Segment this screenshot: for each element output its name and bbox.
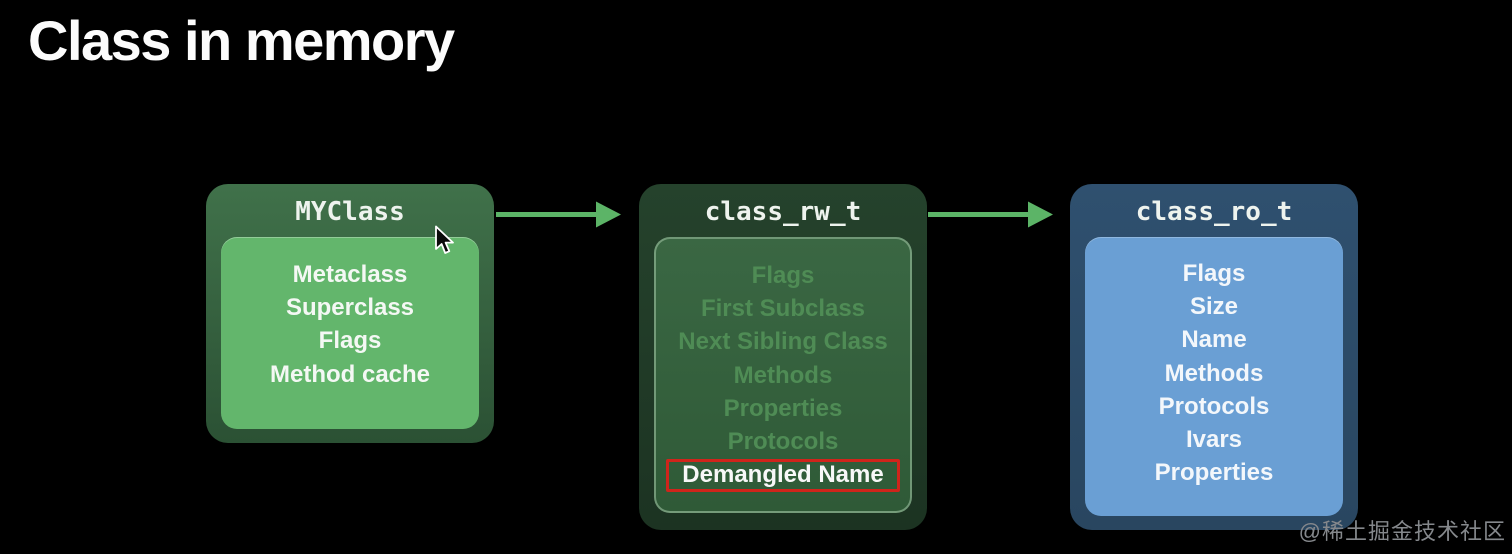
- class-ro-t-fields-panel: Flags Size Name Methods Protocols Ivars …: [1085, 237, 1343, 516]
- field-rw-methods: Methods: [733, 361, 833, 389]
- field-ro-flags: Flags: [1182, 259, 1246, 287]
- field-ro-ivars: Ivars: [1185, 426, 1243, 454]
- field-rw-protocols: Protocols: [727, 428, 839, 456]
- field-demangled-name: Demangled Name: [656, 458, 910, 492]
- myclass-box: MYClass Metaclass Superclass Flags Metho…: [206, 184, 494, 443]
- class-rw-t-box-title: class_rw_t: [704, 197, 862, 227]
- class-ro-t-box-title: class_ro_t: [1135, 197, 1293, 227]
- arrow-myclass-to-rw-icon: [496, 201, 621, 228]
- class-rw-t-fields-panel: Flags First Subclass Next Sibling Class …: [654, 237, 912, 513]
- field-method-cache: Method cache: [269, 360, 431, 388]
- field-ro-size: Size: [1189, 292, 1239, 320]
- myclass-box-title: MYClass: [295, 197, 405, 227]
- field-ro-name: Name: [1181, 326, 1247, 354]
- demangled-name-highlight-box: Demangled Name: [666, 458, 900, 492]
- class-rw-t-box: class_rw_t Flags First Subclass Next Sib…: [639, 184, 927, 530]
- field-metaclass: Metaclass: [292, 260, 408, 288]
- field-rw-properties: Properties: [723, 394, 843, 422]
- field-ro-properties: Properties: [1154, 459, 1274, 487]
- field-ro-methods: Methods: [1164, 359, 1264, 387]
- field-next-sibling-class: Next Sibling Class: [678, 328, 888, 356]
- field-flags: Flags: [318, 327, 382, 355]
- page-title: Class in memory: [28, 9, 455, 72]
- watermark: @稀土掘金技术社区: [1298, 519, 1506, 544]
- field-ro-protocols: Protocols: [1158, 392, 1270, 420]
- field-superclass: Superclass: [285, 293, 415, 321]
- arrow-rw-to-ro-icon: [928, 201, 1053, 228]
- field-first-subclass: First Subclass: [700, 294, 866, 322]
- myclass-fields-panel: Metaclass Superclass Flags Method cache: [221, 237, 479, 429]
- field-rw-flags: Flags: [751, 261, 815, 289]
- mouse-cursor-icon: [435, 225, 454, 254]
- class-ro-t-box: class_ro_t Flags Size Name Methods Proto…: [1070, 184, 1358, 530]
